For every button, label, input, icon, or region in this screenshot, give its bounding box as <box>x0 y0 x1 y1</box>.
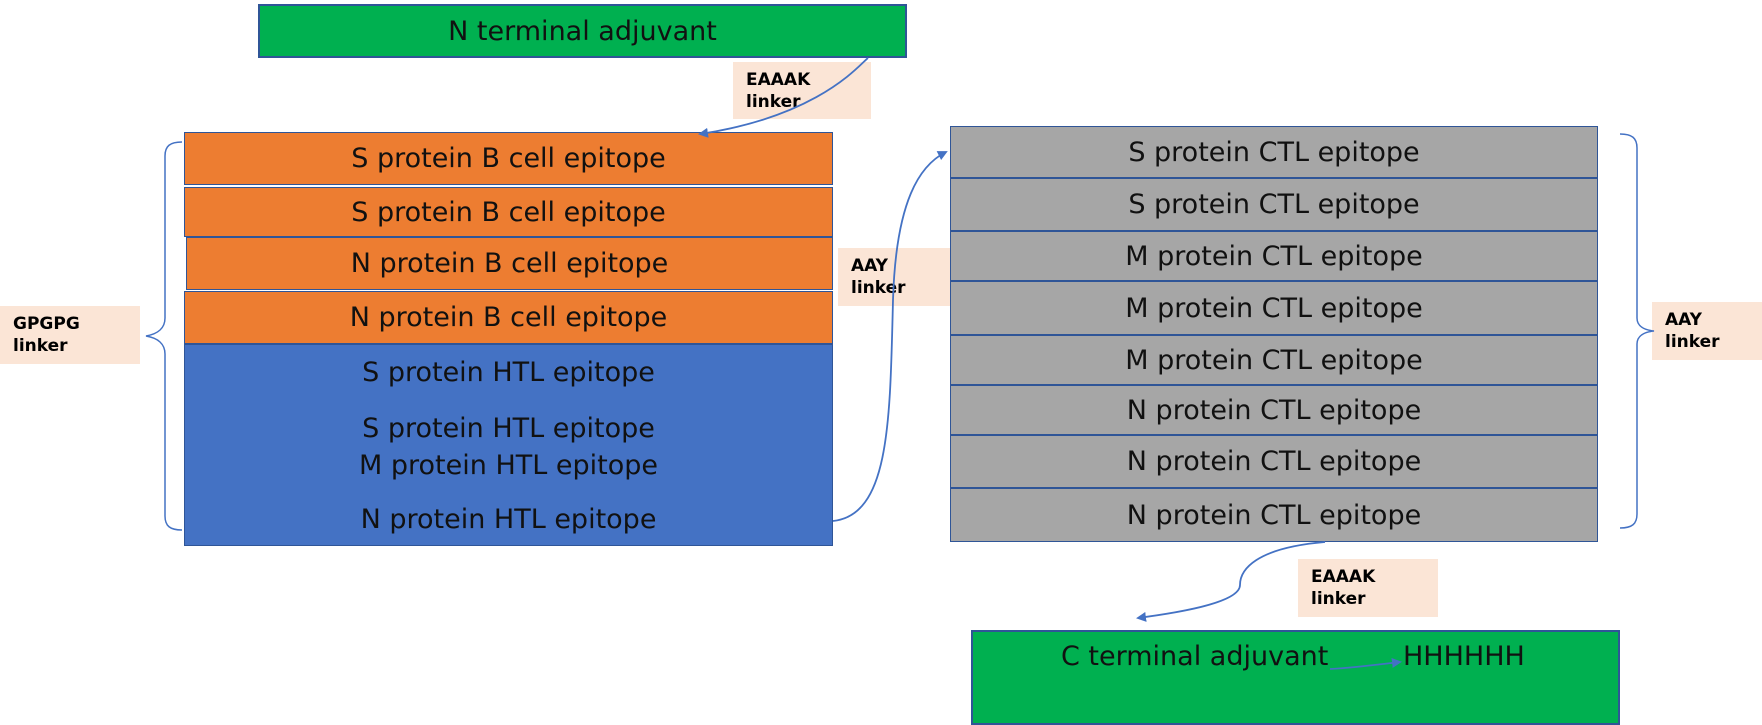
ctl-epitope-2: S protein CTL epitope <box>950 178 1598 231</box>
ctl-epitope-label: M protein CTL epitope <box>1125 292 1423 324</box>
ctl-epitope-label: M protein CTL epitope <box>1125 240 1423 272</box>
htl-epitope-label: N protein HTL epitope <box>360 503 657 535</box>
his-tag-label: HHHHHH <box>1403 641 1525 672</box>
ctl-epitope-label: M protein CTL epitope <box>1125 344 1423 376</box>
htl-epitope-label: M protein HTL epitope <box>359 449 658 481</box>
htl-epitope-4: N protein HTL epitope <box>184 497 833 541</box>
b-cell-epitope-label: N protein B cell epitope <box>350 248 669 279</box>
ctl-epitope-5: M protein CTL epitope <box>950 335 1598 385</box>
eaaak-linker-top: EAAAK linker <box>733 62 871 119</box>
ctl-epitope-3: M protein CTL epitope <box>950 231 1598 281</box>
connector-his-tag-arrow <box>1329 657 1402 670</box>
ctl-epitope-label: S protein CTL epitope <box>1128 136 1420 168</box>
htl-epitope-1: S protein HTL epitope <box>184 350 833 394</box>
n-terminal-label: N terminal adjuvant <box>448 15 717 47</box>
ctl-epitope-label: S protein CTL epitope <box>1128 189 1420 220</box>
gpgpg-linker: GPGPG linker <box>0 306 140 364</box>
htl-epitope-label: S protein HTL epitope <box>362 356 655 388</box>
b-cell-epitope-2: S protein B cell epitope <box>184 187 833 237</box>
n-terminal-adjuvant: N terminal adjuvant <box>258 4 907 58</box>
ctl-epitope-1: S protein CTL epitope <box>950 126 1598 178</box>
htl-epitope-2: S protein HTL epitope <box>184 402 833 446</box>
htl-epitope-block <box>184 344 833 546</box>
ctl-epitope-8: N protein CTL epitope <box>950 488 1598 542</box>
b-cell-epitope-label: S protein B cell epitope <box>351 143 666 174</box>
htl-epitope-3: M protein HTL epitope <box>184 443 833 487</box>
ctl-epitope-label: N protein CTL epitope <box>1126 446 1422 477</box>
b-cell-epitope-1: S protein B cell epitope <box>184 132 833 185</box>
ctl-epitope-4: M protein CTL epitope <box>950 281 1598 335</box>
connector-c-terminal-arrow <box>1136 541 1326 622</box>
eaaak-linker-bottom: EAAAK linker <box>1298 559 1438 617</box>
ctl-epitope-label: N protein CTL epitope <box>1126 499 1422 531</box>
connector-n-terminal-arrow <box>698 57 869 138</box>
b-cell-epitope-label: N protein B cell epitope <box>349 302 668 333</box>
b-cell-epitope-3: N protein B cell epitope <box>186 237 833 290</box>
b-cell-epitope-label: S protein B cell epitope <box>351 196 666 228</box>
c-terminal-adjuvant: C terminal adjuvant HHHHHH <box>971 630 1620 725</box>
connector-aay-arrow <box>832 151 948 522</box>
htl-epitope-label: S protein HTL epitope <box>362 412 655 444</box>
ctl-epitope-7: N protein CTL epitope <box>950 435 1598 488</box>
ctl-epitope-label: N protein CTL epitope <box>1126 394 1422 426</box>
ctl-epitope-6: N protein CTL epitope <box>950 385 1598 435</box>
right-bracket <box>1619 133 1655 529</box>
c-terminal-label: C terminal adjuvant <box>1061 641 1329 672</box>
b-cell-epitope-4: N protein B cell epitope <box>184 291 833 344</box>
left-bracket <box>145 141 183 531</box>
aay-linker-right: AAY linker <box>1652 302 1762 360</box>
